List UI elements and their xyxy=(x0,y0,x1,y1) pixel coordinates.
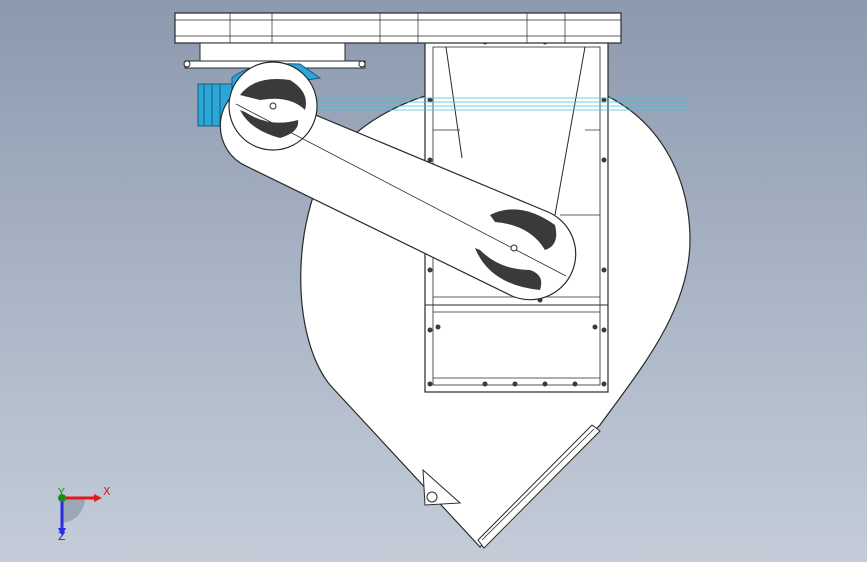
reference-lines xyxy=(300,97,688,111)
conveyor-arm[interactable] xyxy=(219,61,577,301)
vent-pattern xyxy=(240,79,557,290)
axis-triad xyxy=(58,494,102,536)
x-axis-label: X xyxy=(103,485,111,498)
pivot-hole xyxy=(426,491,438,503)
y-axis-label: Y xyxy=(58,486,65,499)
frame-bolts xyxy=(427,39,607,387)
chute[interactable] xyxy=(422,424,601,549)
z-axis-label: Z xyxy=(58,530,66,543)
